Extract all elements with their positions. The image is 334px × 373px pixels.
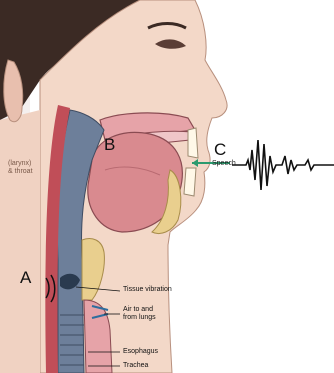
lower-teeth <box>184 168 196 196</box>
neck-back <box>0 110 40 373</box>
upper-teeth <box>188 128 198 158</box>
marker-b: B <box>104 135 115 155</box>
marker-a: A <box>20 268 31 288</box>
marker-c: C <box>214 140 226 160</box>
speech-label: Speech <box>212 160 236 167</box>
throat-label: (larynx) & throat <box>8 160 33 176</box>
esophagus-label: Esophagus <box>123 348 158 356</box>
air-to-from-lungs-label: Air to and from lungs <box>123 306 156 322</box>
trachea-label: Trachea <box>123 362 148 370</box>
tissue-vibration-label: Tissue vibration <box>123 286 172 294</box>
